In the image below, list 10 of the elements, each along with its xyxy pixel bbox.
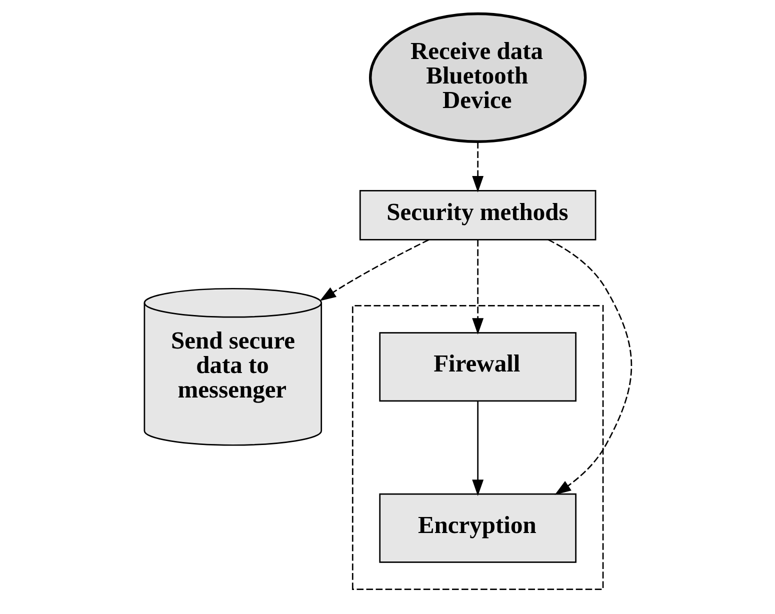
arrow [319, 239, 428, 302]
node-ellipse: Receive data Bluetooth Device [368, 12, 586, 144]
node-box: Encryption [378, 493, 576, 563]
arrow [472, 142, 484, 192]
node-box: Firewall [378, 332, 576, 402]
arrow [472, 401, 484, 496]
cluster [351, 304, 604, 590]
node-box: Security methods [358, 190, 596, 240]
arrow [547, 239, 632, 495]
arrow [472, 240, 484, 334]
